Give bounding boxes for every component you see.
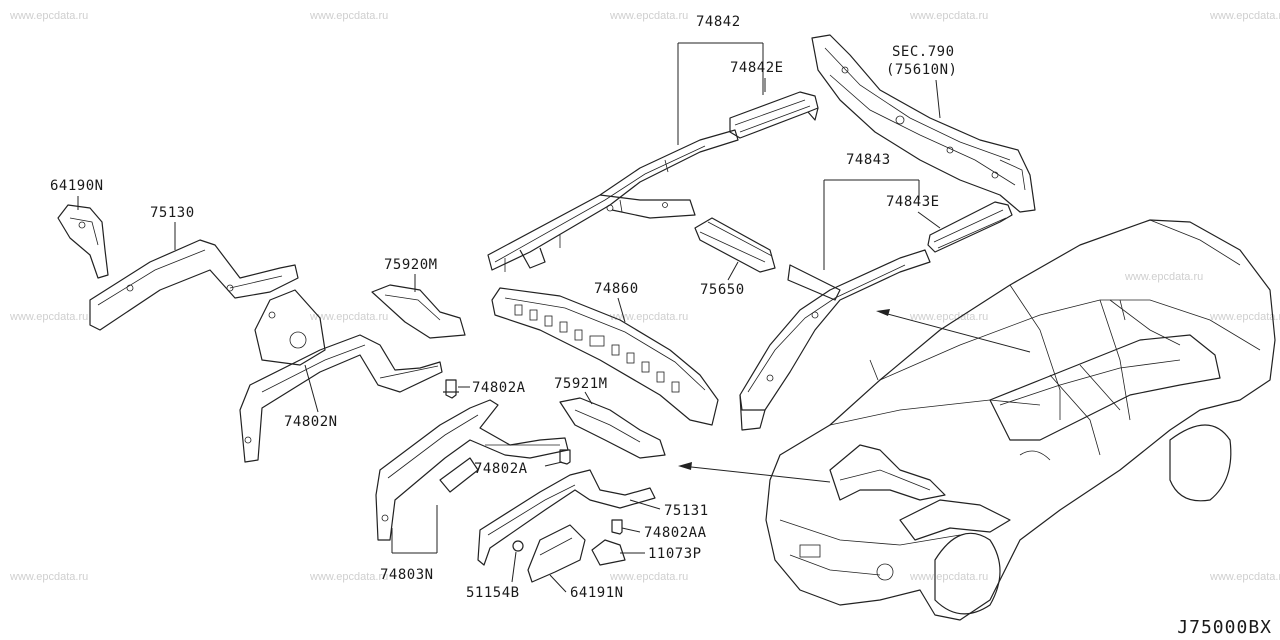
part-label-74843[interactable]: 74843	[846, 152, 891, 168]
part-75920M-drawing	[371, 284, 466, 339]
part-74802N-drawing	[239, 289, 443, 463]
part-75650-drawing	[694, 217, 776, 273]
part-64190N-drawing	[57, 204, 109, 279]
part-label-74802AA[interactable]: 74802AA	[644, 525, 707, 541]
part-label-51154B[interactable]: 51154B	[466, 585, 520, 601]
part-label-74842E[interactable]: 74842E	[730, 60, 784, 76]
watermark: www.epcdata.ru	[610, 571, 689, 583]
part-label-11073P[interactable]: 11073P	[648, 546, 702, 562]
part-label-74802N[interactable]: 74802N	[284, 414, 338, 430]
diagram-code: J75000BX	[1177, 617, 1272, 638]
watermark: www.epcdata.ru	[1210, 10, 1280, 22]
arrow-front-group	[678, 462, 831, 483]
watermark: www.epcdata.ru	[310, 571, 389, 583]
part-label-64190N[interactable]: 64190N	[50, 178, 104, 194]
watermark: www.epcdata.ru	[310, 311, 389, 323]
part-label-74842[interactable]: 74842	[696, 14, 741, 30]
part-74843E-drawing	[927, 201, 1013, 253]
part-label-74803N[interactable]: 74803N	[380, 567, 434, 583]
part-label-74860[interactable]: 74860	[594, 281, 639, 297]
part-75130-drawing	[89, 239, 299, 331]
part-75131-drawing	[477, 469, 656, 566]
vehicle-rear-frame-drawing	[989, 299, 1221, 456]
watermark: www.epcdata.ru	[610, 311, 689, 323]
part-74803N-drawing	[375, 399, 569, 541]
part-label-75130[interactable]: 75130	[150, 205, 195, 221]
watermark: www.epcdata.ru	[1125, 271, 1204, 283]
part-74842E-drawing	[729, 91, 819, 139]
watermark: www.epcdata.ru	[610, 10, 689, 22]
part-74860-drawing	[491, 287, 719, 426]
part-label-75921M[interactable]: 75921M	[554, 376, 608, 392]
part-label-74802A-upper[interactable]: 74802A	[472, 380, 526, 396]
leader-lines	[77, 42, 941, 593]
part-label-75131[interactable]: 75131	[664, 503, 709, 519]
part-label-64191N[interactable]: 64191N	[570, 585, 624, 601]
watermark: www.epcdata.ru	[910, 10, 989, 22]
watermark: www.epcdata.ru	[910, 571, 989, 583]
part-sec790-drawing	[811, 34, 1036, 213]
part-74802A-bolt-drawing	[443, 379, 459, 399]
watermark: www.epcdata.ru	[910, 311, 989, 323]
watermark: www.epcdata.ru	[10, 10, 89, 22]
watermark: www.epcdata.ru	[10, 311, 89, 323]
watermark: www.epcdata.ru	[1210, 311, 1280, 323]
watermark: www.epcdata.ru	[310, 10, 389, 22]
arrow-rear-group	[876, 309, 1031, 353]
part-label-sec790-sub[interactable]: (75610N)	[886, 62, 958, 78]
part-label-sec790[interactable]: SEC.790	[892, 44, 955, 60]
part-75921M-drawing	[559, 397, 666, 459]
part-label-75920M[interactable]: 75920M	[384, 257, 438, 273]
watermark: www.epcdata.ru	[10, 571, 89, 583]
watermark: www.epcdata.ru	[1210, 571, 1280, 583]
vehicle-outline-drawing	[765, 219, 1276, 621]
part-label-74843E[interactable]: 74843E	[886, 194, 940, 210]
part-51154B-drawing	[512, 540, 524, 552]
part-74842-drawing	[487, 129, 739, 272]
part-label-75650[interactable]: 75650	[700, 282, 745, 298]
vehicle-front-frame-drawing	[829, 444, 1011, 541]
part-label-74802A-lower[interactable]: 74802A	[474, 461, 528, 477]
part-74802A-bolt2-drawing	[559, 449, 571, 465]
part-74802AA-bolt-drawing	[611, 519, 623, 535]
part-74843-drawing	[739, 249, 931, 431]
part-64191N-drawing	[527, 524, 586, 583]
